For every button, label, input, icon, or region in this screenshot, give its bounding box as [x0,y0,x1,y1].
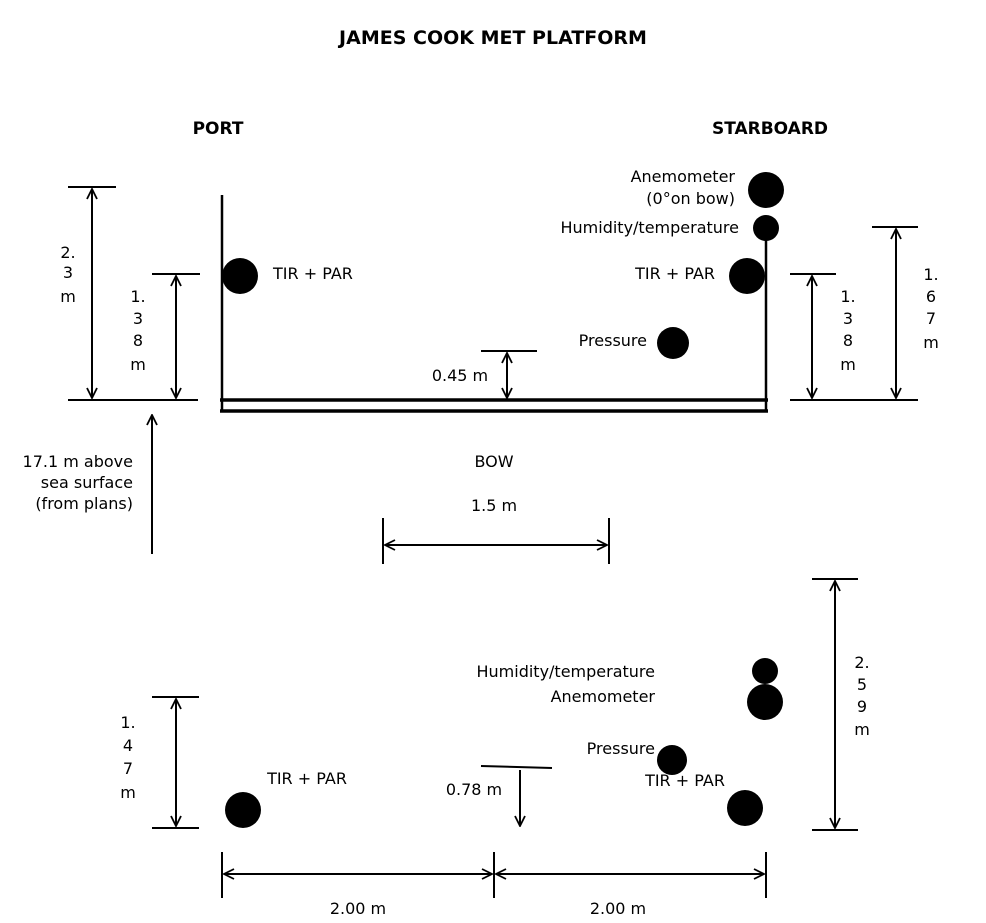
top-pressure-dot [657,327,689,359]
side-humidity-label: Humidity/temperature [476,662,655,681]
side-humidity-dot [752,658,778,684]
dim-starboard-outer [872,226,918,398]
port-label: PORT [193,119,244,139]
sea-note-l2: sea surface [41,473,133,492]
dim-side-left-l1: 1. [120,713,135,732]
dim-port-outer [68,186,198,401]
dim-side-left [152,696,199,829]
top-tir-par-starboard-label: TIR + PAR [634,264,715,283]
top-humidity-dot [753,215,779,241]
dim-side-right-l3: 9 [857,697,867,716]
dim-starboard-inner-l3: 8 [843,331,853,350]
starboard-label: STARBOARD [712,119,828,139]
top-anemometer-label: Anemometer [631,167,736,186]
dim-starboard-inner-l4: m [840,355,856,374]
side-anemometer-dot [747,684,783,720]
dim-pressure-height-top-label: 0.45 m [432,366,488,385]
side-tir-par-left-label: TIR + PAR [266,769,347,788]
dim-bottom-spans [221,852,767,898]
dim-starboard-outer-l1: 1. [923,265,938,284]
dim-port-inner-l1: 1. [130,287,145,306]
top-tir-par-starboard-dot [729,258,765,294]
top-tir-par-port-label: TIR + PAR [272,264,353,283]
top-platform-frame [220,195,768,413]
dim-port-inner-l2: 3 [133,309,143,328]
sea-note-l1: 17.1 m above [23,452,133,471]
side-tir-par-left-dot [225,792,261,828]
top-humidity-label: Humidity/temperature [560,218,739,237]
dim-side-right-l1: 2. [854,653,869,672]
side-pressure-label: Pressure [587,739,655,758]
sea-note-l3: (from plans) [35,494,133,513]
dim-port-outer-l3: m [60,287,76,306]
dim-side-left-l2: 4 [123,736,133,755]
dim-side-right [812,578,858,831]
dim-pressure-height-side-label: 0.78 m [446,780,502,799]
side-tir-par-right-label: TIR + PAR [644,771,725,790]
dim-starboard-inner-l2: 3 [843,309,853,328]
dim-starboard-inner-l1: 1. [840,287,855,306]
top-pressure-label: Pressure [579,331,647,350]
dim-port-inner-l4: m [130,355,146,374]
dim-side-right-l2: 5 [857,675,867,694]
side-pressure-dot [657,745,687,775]
dim-starboard-outer-l2: 6 [926,287,936,306]
top-tir-par-port-dot [222,258,258,294]
dim-width [382,518,610,564]
bow-label: BOW [474,452,513,471]
dim-span-right-label: 2.00 m [590,899,646,918]
dim-side-right-l4: m [854,720,870,739]
side-anemometer-label: Anemometer [551,687,656,706]
dim-port-outer-l1: 2. [60,243,75,262]
dim-port-inner [152,273,200,398]
dim-side-left-l4: m [120,783,136,802]
dim-pressure-height-top [481,350,537,398]
dim-span-left-label: 2.00 m [330,899,386,918]
top-anemometer-dot [748,172,784,208]
diagram-title: JAMES COOK MET PLATFORM [337,27,647,49]
side-tir-par-right-dot [727,790,763,826]
dim-port-outer-l2: 3 [63,263,73,282]
dim-pressure-height-side [480,765,553,826]
dim-starboard-inner [790,273,918,401]
dim-port-inner-l3: 8 [133,331,143,350]
top-anemometer-note: (0°on bow) [646,189,735,208]
dim-side-left-l3: 7 [123,759,133,778]
dim-starboard-outer-l3: 7 [926,309,936,328]
dim-starboard-outer-l4: m [923,333,939,352]
dim-width-label: 1.5 m [471,496,517,515]
